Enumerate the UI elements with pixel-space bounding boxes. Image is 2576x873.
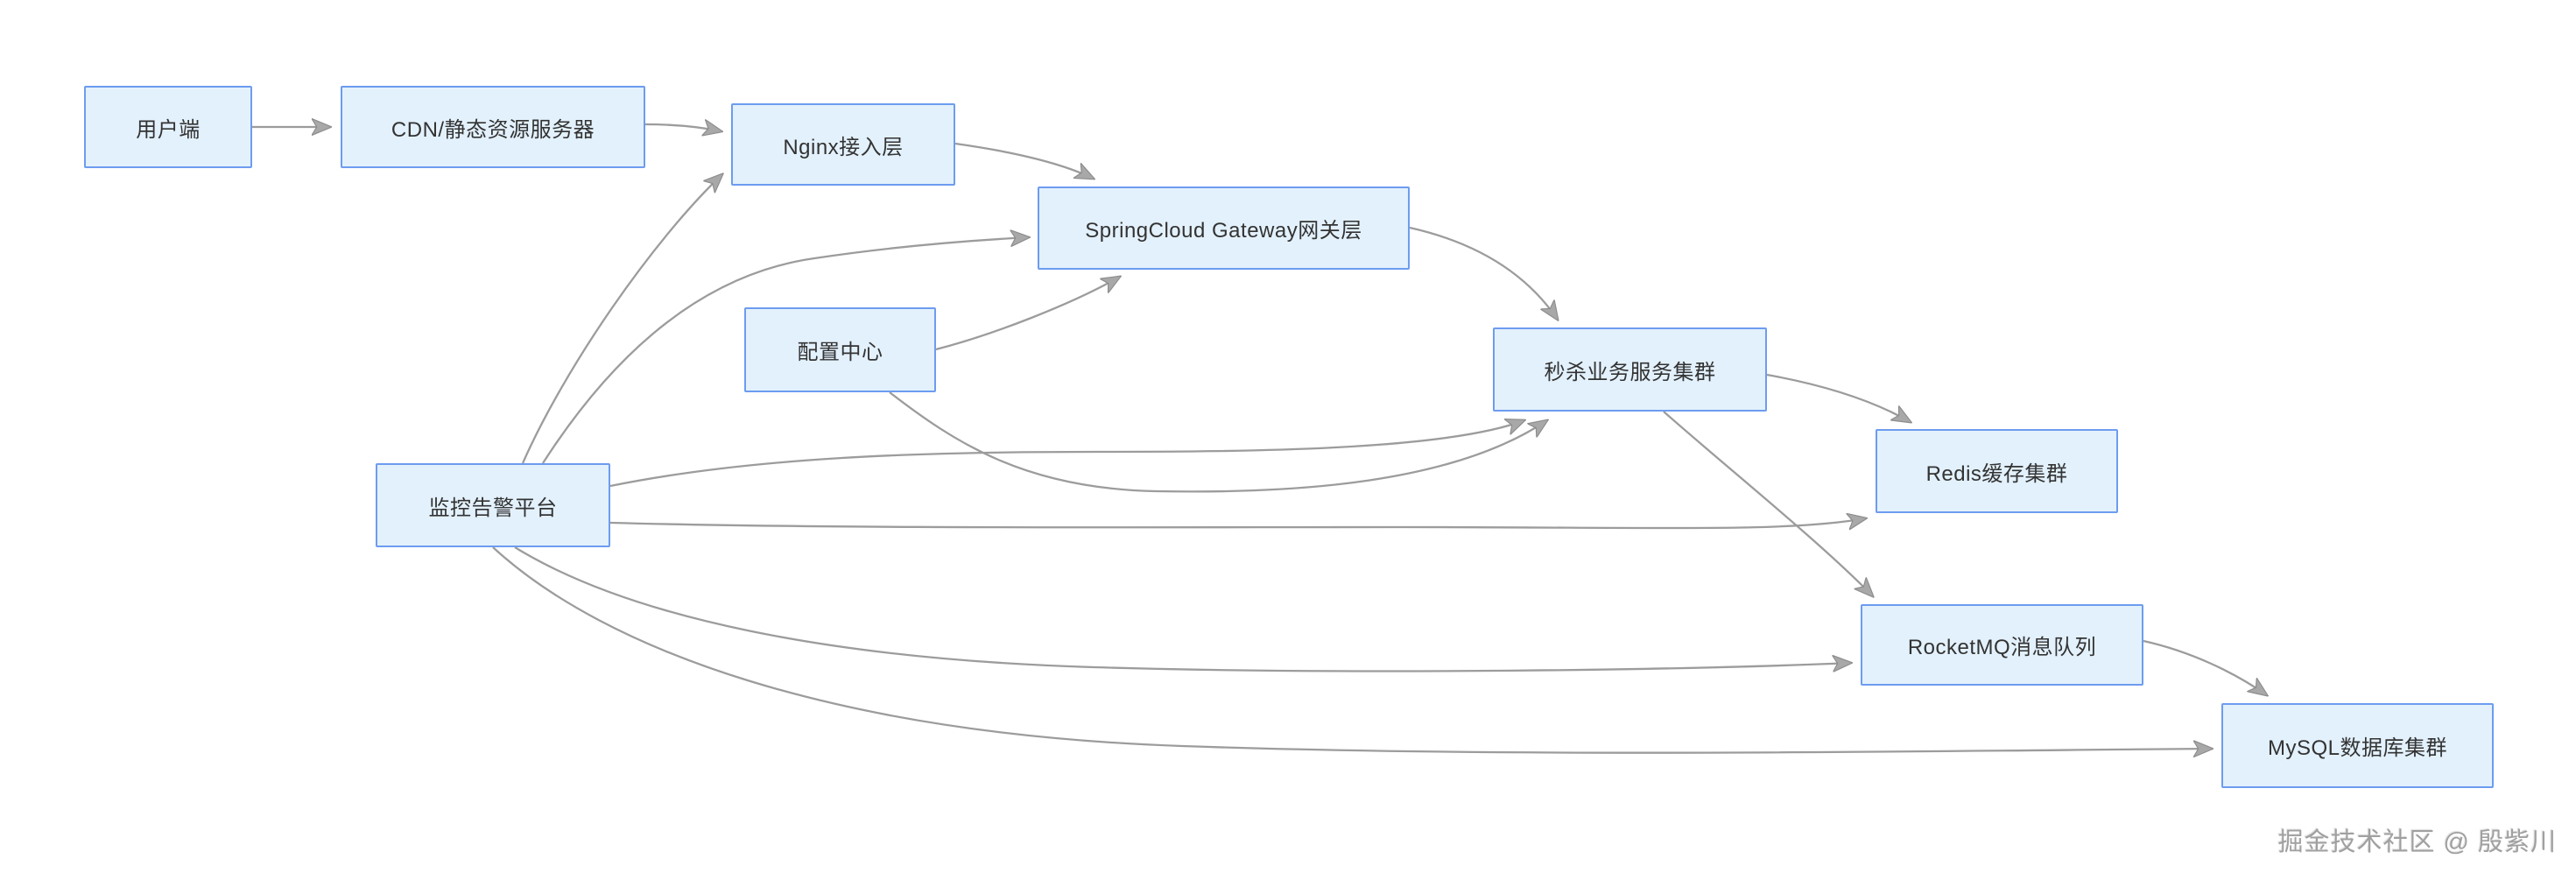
node-label-seckill: 秒杀业务服务集群 bbox=[1544, 360, 1716, 384]
node-redis: Redis缓存集群 bbox=[1876, 429, 2118, 513]
node-label-redis: Redis缓存集群 bbox=[1925, 461, 2068, 486]
node-label-user: 用户端 bbox=[136, 117, 201, 142]
node-gateway: SpringCloud Gateway网关层 bbox=[1038, 187, 1410, 270]
node-mysql: MySQL数据库集群 bbox=[2221, 703, 2494, 788]
node-monitor: 监控告警平台 bbox=[376, 463, 610, 547]
node-label-cdn: CDN/静态资源服务器 bbox=[391, 117, 595, 142]
node-nginx: Nginx接入层 bbox=[731, 103, 955, 186]
node-rocketmq: RocketMQ消息队列 bbox=[1861, 604, 2143, 686]
watermark: 掘金技术社区 @ 殷紫川 bbox=[2277, 828, 2557, 856]
node-user: 用户端 bbox=[84, 86, 252, 168]
node-label-config: 配置中心 bbox=[797, 341, 883, 364]
node-label-mysql: MySQL数据库集群 bbox=[2267, 736, 2447, 760]
node-config: 配置中心 bbox=[744, 307, 936, 392]
node-cdn: CDN/静态资源服务器 bbox=[341, 86, 645, 168]
node-label-rocketmq: RocketMQ消息队列 bbox=[1907, 636, 2097, 659]
node-label-monitor: 监控告警平台 bbox=[428, 496, 558, 520]
node-seckill: 秒杀业务服务集群 bbox=[1493, 327, 1767, 412]
node-label-gateway: SpringCloud Gateway网关层 bbox=[1085, 219, 1362, 243]
node-label-nginx: Nginx接入层 bbox=[783, 135, 904, 159]
